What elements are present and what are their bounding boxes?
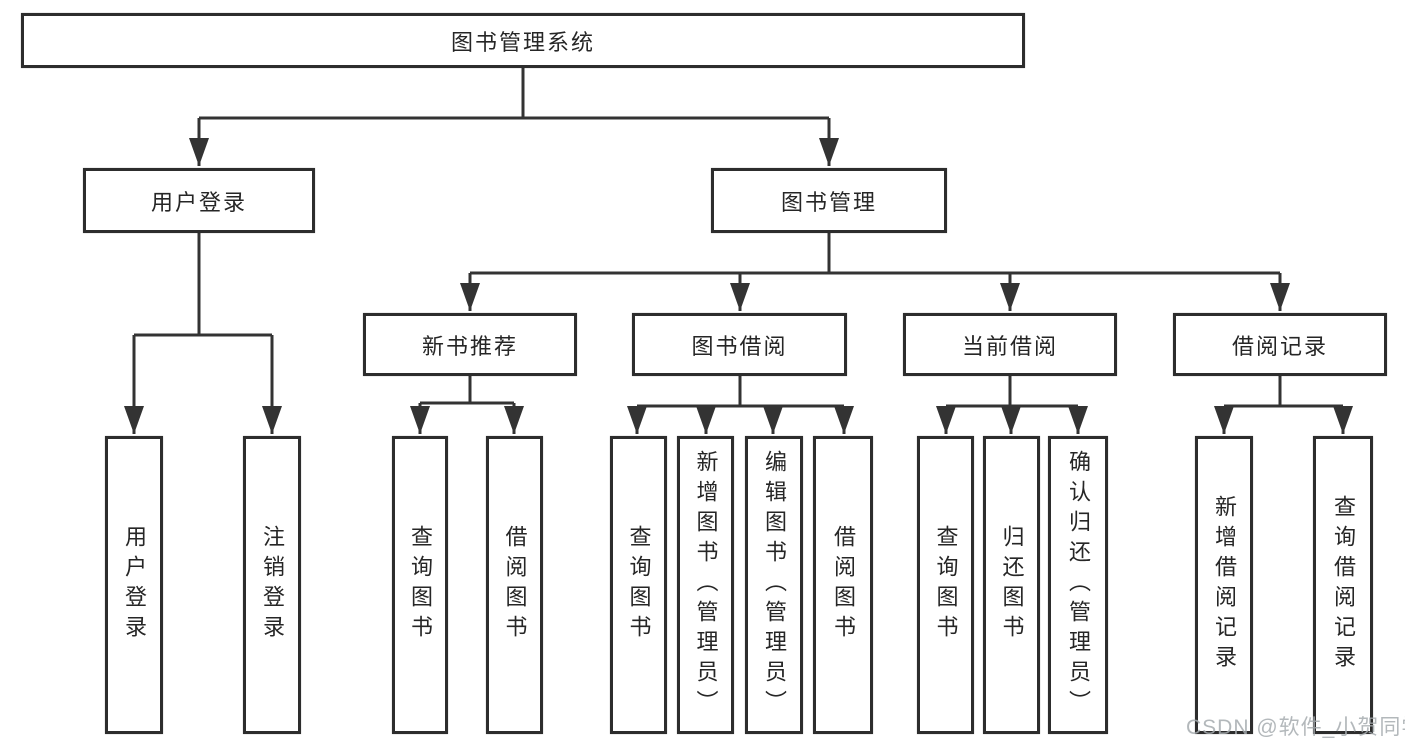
node-label: 借阅图书 — [831, 525, 856, 645]
node-label: 注销登录 — [260, 525, 285, 645]
leaf-query-books-2: 查询图书 — [610, 436, 667, 734]
leaf-add-book-admin: 新增图书（管理员） — [677, 436, 734, 734]
node-borrowing-records: 借阅记录 — [1173, 313, 1387, 376]
leaf-query-books-3: 查询图书 — [917, 436, 974, 734]
node-label: 图书借阅 — [691, 333, 788, 359]
leaf-borrow-books-1: 借阅图书 — [486, 436, 543, 734]
leaf-query-books-1: 查询图书 — [392, 436, 448, 734]
node-label: 编辑图书（管理员） — [762, 450, 787, 720]
node-label: 确认归还（管理员） — [1066, 450, 1091, 720]
node-label: 借阅记录 — [1231, 333, 1328, 359]
node-label: 查询图书 — [933, 525, 959, 645]
node-label: 查询图书 — [408, 525, 433, 645]
leaf-confirm-return-admin: 确认归还（管理员） — [1048, 436, 1108, 734]
leaf-edit-book-admin: 编辑图书（管理员） — [745, 436, 803, 734]
node-label: 用户登录 — [150, 189, 247, 215]
node-label: 归还图书 — [999, 525, 1025, 645]
leaf-user-login: 用户登录 — [105, 436, 163, 734]
node-label: 新书推荐 — [421, 333, 518, 359]
node-label: 借阅图书 — [502, 525, 528, 645]
node-new-book-recommend: 新书推荐 — [363, 313, 577, 376]
leaf-logout: 注销登录 — [243, 436, 301, 734]
node-user-login: 用户登录 — [83, 168, 315, 233]
csdn-watermark: CSDN @软件_小贺同学 — [1186, 716, 1405, 739]
node-label: 查询图书 — [626, 525, 652, 645]
node-book-management: 图书管理 — [711, 168, 947, 233]
node-root-library-system: 图书管理系统 — [21, 13, 1025, 68]
leaf-borrow-books-2: 借阅图书 — [813, 436, 873, 734]
node-label: 查询借阅记录 — [1331, 495, 1356, 675]
node-label: 用户登录 — [122, 525, 147, 645]
connector-group — [124, 68, 1353, 434]
leaf-query-borrow-record: 查询借阅记录 — [1313, 436, 1373, 734]
node-label: 新增图书（管理员） — [693, 450, 719, 720]
node-book-borrowing: 图书借阅 — [632, 313, 847, 376]
node-label: 图书管理 — [780, 189, 877, 215]
node-label: 当前借阅 — [961, 333, 1058, 359]
node-label: 图书管理系统 — [450, 29, 595, 55]
leaf-return-books: 归还图书 — [983, 436, 1040, 734]
node-label: 新增借阅记录 — [1212, 495, 1237, 675]
node-current-borrowing: 当前借阅 — [903, 313, 1117, 376]
leaf-add-borrow-record: 新增借阅记录 — [1195, 436, 1253, 734]
